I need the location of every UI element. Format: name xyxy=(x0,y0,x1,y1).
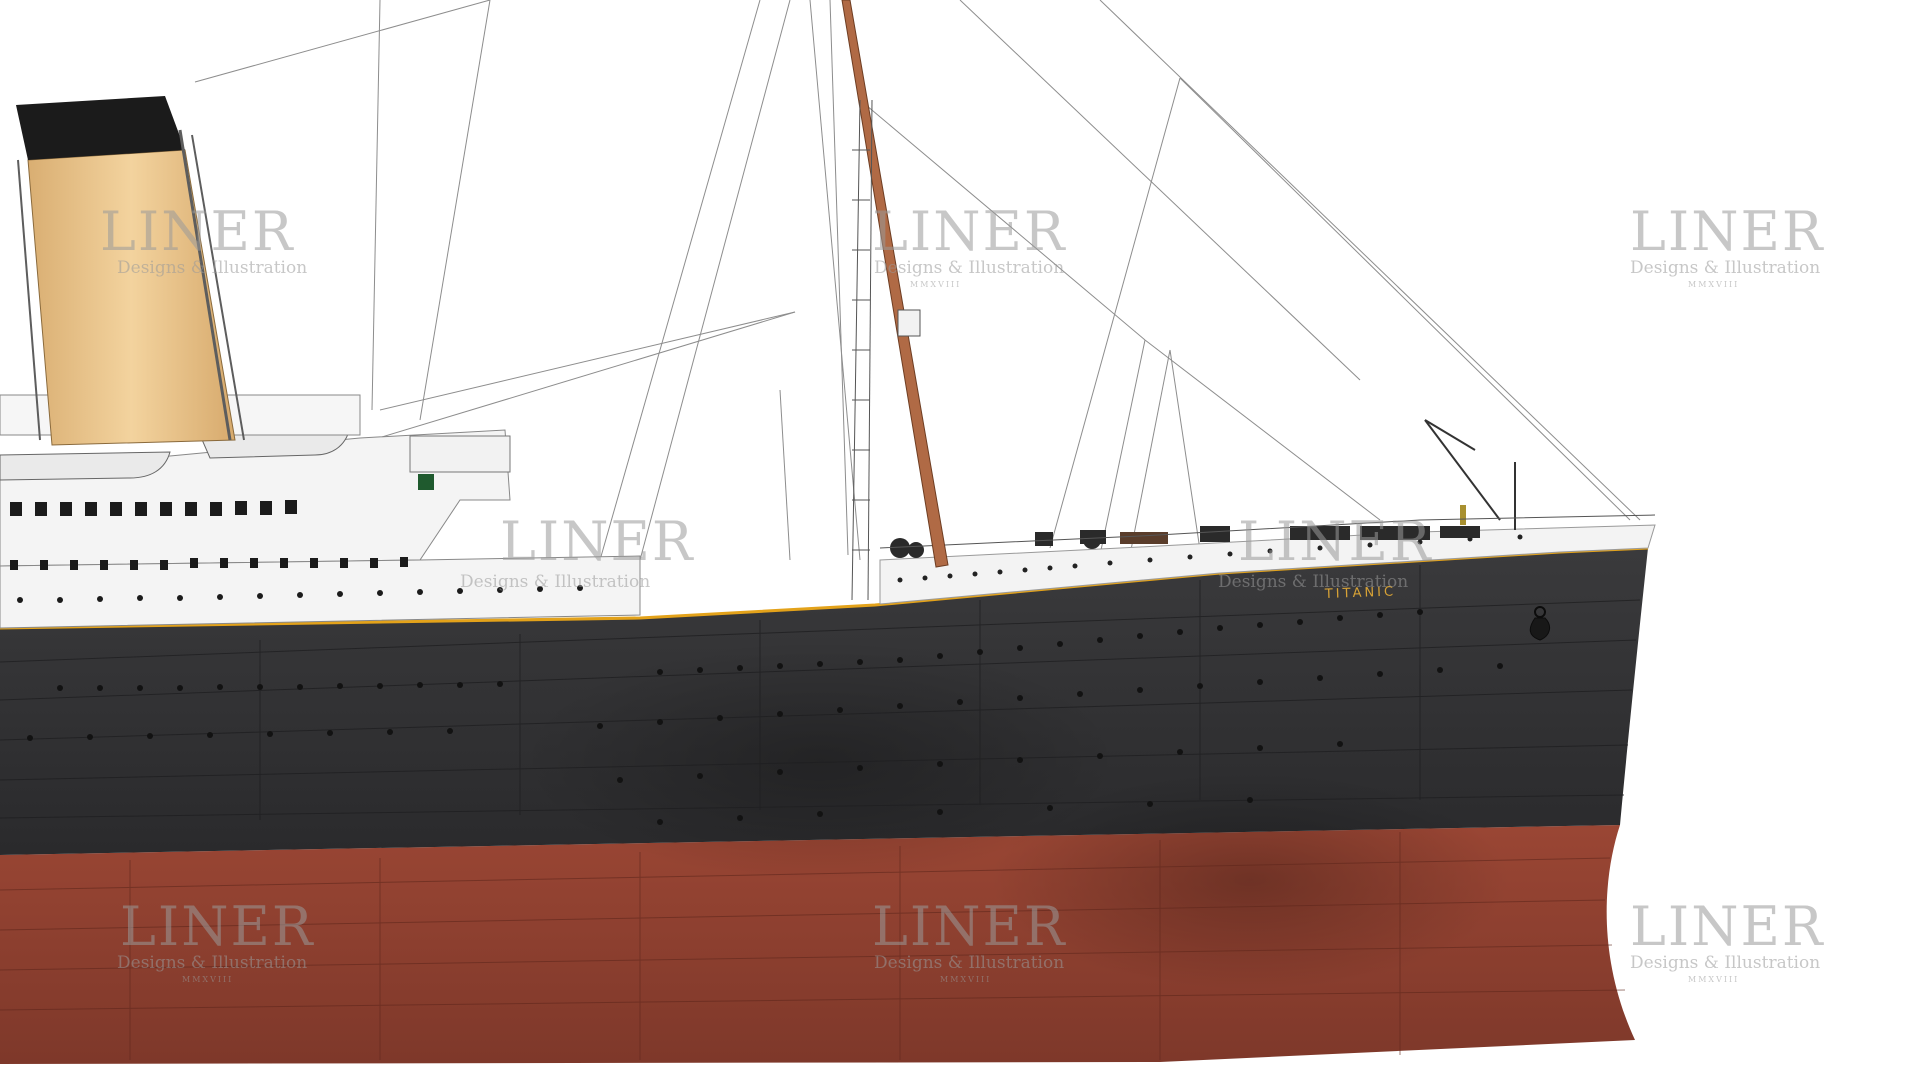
forecastle-bulwark xyxy=(879,524,1656,605)
watermark-year: MMXVIII xyxy=(1688,975,1739,984)
watermark-subtitle: Designs & Illustration xyxy=(874,953,1064,973)
foremast xyxy=(841,0,949,568)
watermark-title: LINER xyxy=(1630,200,1825,263)
watermark-title: LINER xyxy=(100,200,295,263)
bow-crane xyxy=(1424,419,1516,530)
watermark-title: LINER xyxy=(872,200,1067,263)
hull-shadow xyxy=(520,640,1120,880)
hull-plating xyxy=(0,565,1641,820)
hull-portholes xyxy=(27,609,1503,825)
hull-name: TITANIC xyxy=(1324,585,1397,603)
funnel-pipe xyxy=(17,159,41,441)
funnel-pipe xyxy=(191,134,245,441)
funnel-top xyxy=(16,96,185,160)
wheelhouse xyxy=(409,435,511,473)
anchor-icon xyxy=(1529,606,1551,641)
hull-red-plating xyxy=(0,832,1626,1060)
funnel-pipe xyxy=(178,129,232,441)
lifeboat xyxy=(0,451,171,481)
mast-shrouds xyxy=(851,99,873,601)
forecastle-railing xyxy=(879,514,1656,549)
watermark-title: LINER xyxy=(500,510,695,573)
bridge-window xyxy=(418,474,434,490)
hull-shadow xyxy=(990,770,1510,990)
watermark-year: MMXVIII xyxy=(1688,280,1739,289)
watermark-title: LINER xyxy=(872,895,1067,958)
watermark-year: MMXVIII xyxy=(182,975,233,984)
superstructure-deckhouse xyxy=(0,555,641,629)
superstructure-windows xyxy=(10,500,583,603)
rigging-lines xyxy=(194,0,1641,561)
watermark-title: LINER xyxy=(1630,895,1825,958)
watermark-subtitle: Designs & Illustration xyxy=(460,572,650,592)
watermark-subtitle: Designs & Illustration xyxy=(1218,572,1408,592)
watermark: LINER Designs & Illustration LINER Desig… xyxy=(100,200,1825,984)
watermark-subtitle: Designs & Illustration xyxy=(117,258,307,278)
watermark-subtitle: Designs & Illustration xyxy=(874,258,1064,278)
forecastle-portholes xyxy=(897,534,1523,583)
watermark-year: MMXVIII xyxy=(940,975,991,984)
watermark-subtitle: Designs & Illustration xyxy=(1630,953,1820,973)
watermark-title: LINER xyxy=(120,895,315,958)
watermark-title: LINER xyxy=(1238,510,1433,573)
watermark-year: MMXVIII xyxy=(910,280,961,289)
funnel xyxy=(27,149,236,446)
crows-nest xyxy=(897,309,921,337)
watermark-subtitle: Designs & Illustration xyxy=(1630,258,1820,278)
bow-light xyxy=(1460,505,1466,525)
watermark-subtitle: Designs & Illustration xyxy=(117,953,307,973)
